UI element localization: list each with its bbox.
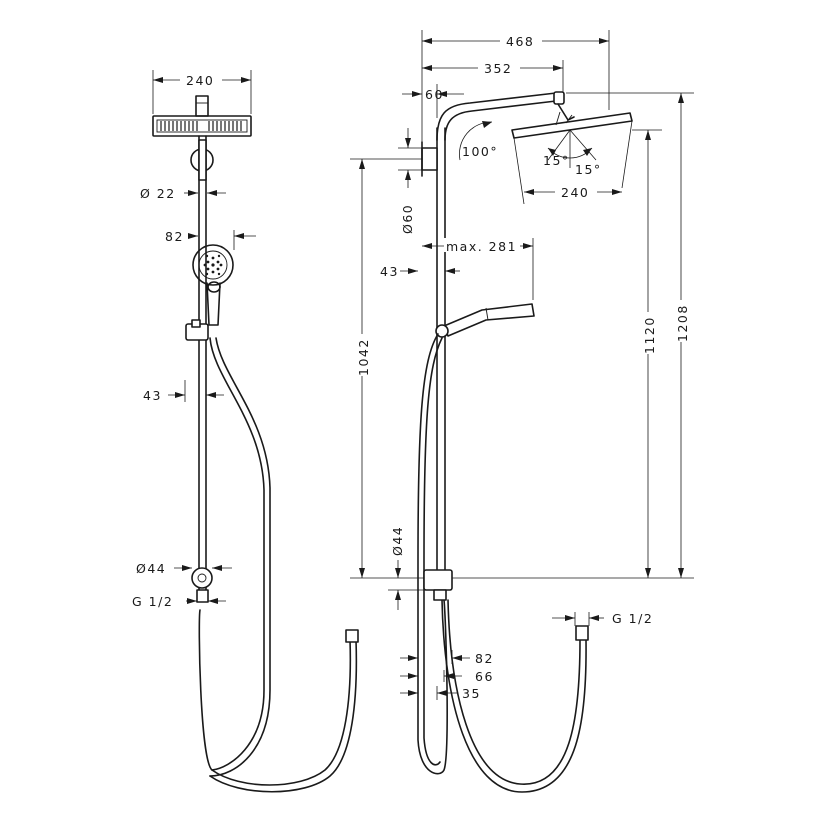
hose-connector-side	[575, 625, 589, 641]
dim-right-1042: 1042	[356, 338, 371, 376]
overhead-shower-face	[156, 119, 248, 133]
dim-left-diameter-44: Ø44	[136, 561, 166, 576]
dim-right-60: 60	[425, 87, 444, 102]
dim-right-352: 352	[484, 61, 512, 76]
dim-right-468: 468	[506, 34, 534, 49]
right-side-view: 468 352 60 100° 15° 15° 240	[350, 30, 694, 793]
dim-right-1208: 1208	[675, 304, 690, 342]
dim-right-1120: 1120	[642, 316, 657, 354]
dim-right-angle-100: 100°	[462, 144, 498, 159]
dim-right-max-281: max. 281	[446, 239, 517, 254]
hose-connector-left	[345, 629, 359, 643]
slider-side	[435, 324, 449, 338]
hand-shower-head-front	[192, 244, 234, 286]
dim-right-82: 82	[475, 651, 494, 666]
hose-side-outer	[447, 599, 581, 785]
shower-arm	[436, 92, 557, 141]
hand-shower-handle-front	[206, 282, 221, 326]
hand-shower-nozzles	[203, 254, 223, 276]
hose-side-inner	[417, 333, 448, 775]
dim-right-head-240: 240	[561, 185, 589, 200]
hand-shower-side	[443, 303, 535, 337]
dim-right-angle-15-right: 15°	[575, 162, 602, 177]
dim-right-35: 35	[462, 686, 481, 701]
left-front-view: 240 Ø 22 82 43 Ø44 G 1/2	[132, 70, 359, 793]
dim-left-82: 82	[165, 229, 184, 244]
bottom-diverter-side	[423, 569, 453, 591]
dim-right-66: 66	[475, 669, 494, 684]
wall-bracket-side	[421, 147, 438, 171]
dim-right-diameter-60: Ø60	[400, 204, 415, 234]
hose-left	[198, 337, 265, 771]
overhead-shower-side	[511, 112, 633, 139]
dim-right-angle-15-left: 15°	[543, 153, 570, 168]
overhead-joint	[195, 95, 209, 117]
bottom-diverter-left	[191, 567, 213, 589]
dim-left-diameter-22: Ø 22	[140, 186, 176, 201]
dim-right-diameter-44: Ø44	[390, 526, 405, 556]
dim-right-43: 43	[380, 264, 399, 279]
overhead-shower-head	[152, 115, 252, 137]
arm-joint	[553, 91, 565, 105]
dim-left-43: 43	[143, 388, 162, 403]
dim-left-240: 240	[186, 73, 214, 88]
dim-left-thread: G 1/2	[132, 594, 173, 609]
overhead-nozzle-pattern	[160, 121, 242, 131]
dim-right-thread: G 1/2	[612, 611, 653, 626]
